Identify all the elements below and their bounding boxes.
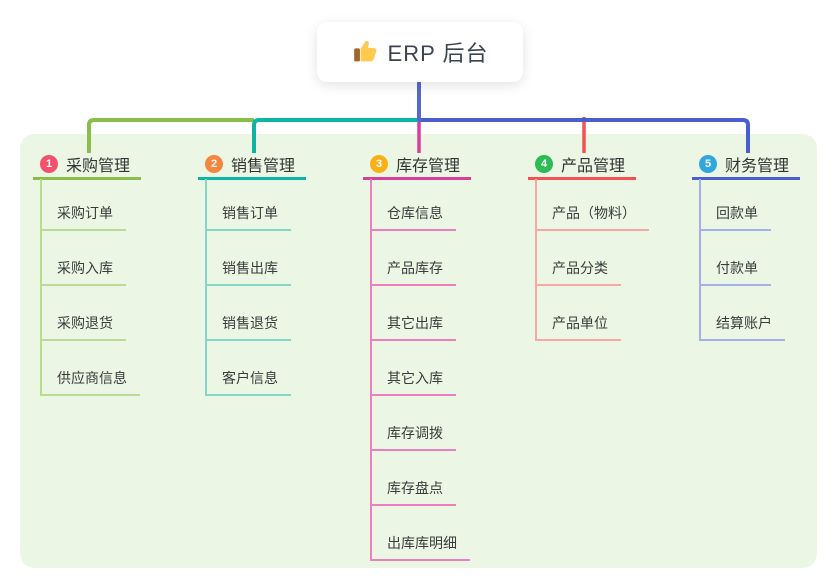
child-node[interactable]: 其它入库 — [370, 362, 456, 396]
child-node[interactable]: 其它出库 — [370, 307, 456, 341]
child-node[interactable]: 产品（物料） — [535, 197, 649, 231]
branch-children-connector — [699, 179, 701, 341]
child-node[interactable]: 产品分类 — [535, 252, 621, 286]
branch-children-connector — [40, 179, 42, 396]
child-node[interactable]: 采购入库 — [40, 252, 126, 286]
child-node[interactable]: 销售退货 — [205, 307, 291, 341]
branch-node-sales[interactable]: 2 销售管理 — [198, 151, 306, 180]
child-node[interactable]: 付款单 — [699, 252, 771, 286]
child-node[interactable]: 仓库信息 — [370, 197, 456, 231]
child-node[interactable]: 销售出库 — [205, 252, 291, 286]
child-node[interactable]: 采购退货 — [40, 307, 126, 341]
branch-label: 产品管理 — [561, 158, 626, 175]
branches-panel — [20, 134, 817, 568]
branch-node-product[interactable]: 4 产品管理 — [528, 151, 636, 180]
branch-label: 采购管理 — [66, 158, 131, 175]
child-node[interactable]: 回款单 — [699, 197, 771, 231]
child-node[interactable]: 结算账户 — [699, 307, 785, 341]
root-node[interactable]: ERP 后台 — [317, 22, 523, 82]
child-node[interactable]: 采购订单 — [40, 197, 126, 231]
branch-children-connector — [370, 179, 372, 561]
branch-number-badge: 2 — [205, 155, 223, 173]
child-node[interactable]: 产品单位 — [535, 307, 621, 341]
branch-children-connector — [205, 179, 207, 396]
child-node[interactable]: 销售订单 — [205, 197, 291, 231]
root-title: ERP 后台 — [387, 41, 489, 66]
branch-number-badge: 1 — [40, 155, 58, 173]
child-node[interactable]: 库存盘点 — [370, 472, 456, 506]
branch-label: 库存管理 — [396, 158, 461, 175]
branch-label: 财务管理 — [725, 158, 790, 175]
branch-number-badge: 5 — [699, 155, 717, 173]
child-node[interactable]: 产品库存 — [370, 252, 456, 286]
child-node[interactable]: 供应商信息 — [40, 362, 140, 396]
child-node[interactable]: 客户信息 — [205, 362, 291, 396]
branch-children-connector — [535, 179, 537, 341]
branch-number-badge: 4 — [535, 155, 553, 173]
branch-node-finance[interactable]: 5 财务管理 — [692, 151, 800, 180]
child-node[interactable]: 库存调拨 — [370, 417, 456, 451]
branch-label: 销售管理 — [231, 158, 296, 175]
branch-number-badge: 3 — [370, 155, 388, 173]
branch-node-purchase[interactable]: 1 采购管理 — [33, 151, 141, 180]
thumbs-up-icon — [353, 40, 376, 62]
branch-node-inventory[interactable]: 3 库存管理 — [363, 151, 471, 180]
child-node[interactable]: 出库库明细 — [370, 527, 470, 561]
